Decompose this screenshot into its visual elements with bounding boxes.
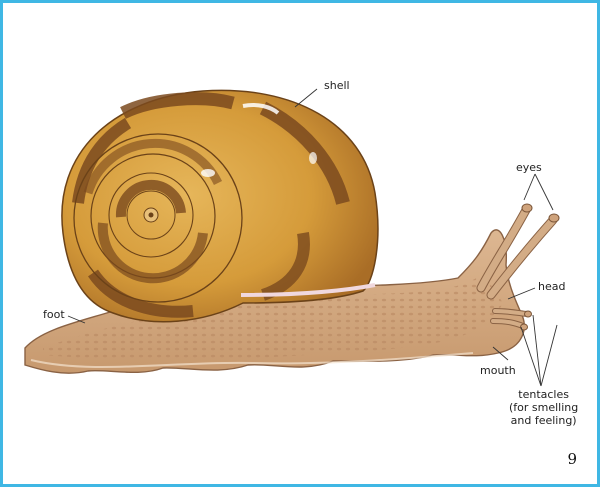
label-tentacles-line-2: (for smelling <box>509 401 579 414</box>
snail-shell <box>61 89 379 323</box>
leader-lines <box>67 88 558 387</box>
label-tentacles: tentacles (for smelling and feeling) <box>509 388 578 427</box>
label-shell: shell <box>324 79 350 92</box>
snail-illustration <box>24 88 560 387</box>
page-number: 9 <box>567 450 577 468</box>
eye-right <box>548 213 560 223</box>
label-head: head <box>538 280 566 293</box>
eye-left <box>521 203 533 213</box>
label-mouth: mouth <box>480 364 516 377</box>
eye-stalks <box>476 203 560 331</box>
label-foot: foot <box>43 308 65 321</box>
label-tentacles-line-3: and feeling) <box>510 414 577 427</box>
label-tentacles-line-1: tentacles <box>518 388 569 401</box>
label-eyes: eyes <box>516 161 542 174</box>
